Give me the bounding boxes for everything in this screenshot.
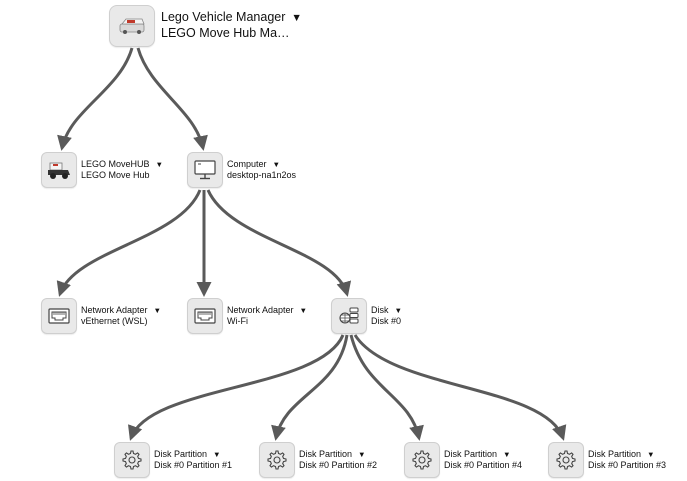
ethernet-port-icon bbox=[187, 298, 223, 334]
node-title: Disk Partition bbox=[444, 448, 498, 459]
gear-icon bbox=[114, 442, 150, 478]
node-title: Disk bbox=[371, 304, 389, 315]
node-subtitle: desktop-na1n2os bbox=[227, 170, 297, 180]
node-title: LEGO MoveHUB bbox=[81, 158, 150, 169]
expand-caret-icon[interactable]: ▼ bbox=[299, 305, 308, 315]
node-lego-movehub[interactable]: LEGO MoveHUB ▼ LEGO Move Hub bbox=[41, 152, 163, 188]
expand-caret-icon[interactable]: ▼ bbox=[155, 159, 164, 169]
edge-computer-net1 bbox=[56, 189, 202, 297]
expand-caret-icon[interactable]: ▼ bbox=[358, 449, 366, 459]
node-title: Lego Vehicle Manager bbox=[161, 10, 286, 25]
gear-icon bbox=[259, 442, 295, 478]
node-title: Network Adapter bbox=[227, 304, 294, 315]
expand-caret-icon[interactable]: ▼ bbox=[503, 449, 511, 459]
edge-disk-part1 bbox=[128, 334, 345, 441]
expand-caret-icon[interactable]: ▼ bbox=[153, 305, 162, 315]
node-subtitle: LEGO Move Hub Ma… bbox=[161, 26, 290, 40]
edge-disk-part4 bbox=[349, 334, 424, 441]
node-title: Network Adapter bbox=[81, 304, 148, 315]
node-subtitle: vEthernet (WSL) bbox=[81, 316, 148, 326]
lego-vehicle-icon bbox=[41, 152, 77, 188]
node-subtitle: Disk #0 Partition #4 bbox=[444, 460, 523, 470]
node-network-adapter-wifi[interactable]: Network Adapter ▼ Wi-Fi bbox=[187, 298, 307, 334]
node-computer[interactable]: Computer ▼ desktop-na1n2os bbox=[187, 152, 296, 188]
node-title: Disk Partition bbox=[299, 448, 353, 459]
edge-computer-disk bbox=[206, 189, 352, 297]
ethernet-port-icon bbox=[41, 298, 77, 334]
disk-icon bbox=[331, 298, 367, 334]
gear-icon bbox=[404, 442, 440, 478]
expand-caret-icon[interactable]: ▼ bbox=[291, 11, 302, 24]
monitor-icon bbox=[187, 152, 223, 188]
node-subtitle: Disk #0 Partition #1 bbox=[154, 460, 233, 470]
node-disk-partition-4[interactable]: Disk Partition ▼ Disk #0 Partition #4 bbox=[404, 442, 522, 478]
node-subtitle: Disk #0 Partition #2 bbox=[299, 460, 378, 470]
gear-icon bbox=[548, 442, 584, 478]
node-disk-partition-2[interactable]: Disk Partition ▼ Disk #0 Partition #2 bbox=[259, 442, 377, 478]
edge-root-computer bbox=[136, 47, 208, 151]
node-title: Disk Partition bbox=[588, 448, 642, 459]
node-network-adapter-wsl[interactable]: Network Adapter ▼ vEthernet (WSL) bbox=[41, 298, 161, 334]
expand-caret-icon[interactable]: ▼ bbox=[394, 305, 403, 315]
node-subtitle: Disk #0 bbox=[371, 316, 402, 326]
node-disk-partition-3[interactable]: Disk Partition ▼ Disk #0 Partition #3 bbox=[548, 442, 666, 478]
edge-disk-part2 bbox=[271, 334, 349, 441]
node-lego-vehicle-manager[interactable]: Lego Vehicle Manager ▼ LEGO Move Hub Ma… bbox=[109, 5, 302, 47]
node-subtitle: LEGO Move Hub bbox=[81, 170, 150, 180]
edge-disk-part3 bbox=[353, 334, 567, 441]
expand-caret-icon[interactable]: ▼ bbox=[213, 449, 221, 459]
expand-caret-icon[interactable]: ▼ bbox=[272, 159, 281, 169]
node-disk[interactable]: Disk ▼ Disk #0 bbox=[331, 298, 402, 334]
node-title: Computer bbox=[227, 158, 267, 169]
node-disk-partition-1[interactable]: Disk Partition ▼ Disk #0 Partition #1 bbox=[114, 442, 232, 478]
node-subtitle: Disk #0 Partition #3 bbox=[588, 460, 667, 470]
node-subtitle: Wi-Fi bbox=[227, 316, 248, 326]
lego-hub-icon bbox=[109, 5, 155, 47]
expand-caret-icon[interactable]: ▼ bbox=[647, 449, 655, 459]
edge-root-movehub bbox=[57, 47, 134, 151]
node-title: Disk Partition bbox=[154, 448, 208, 459]
